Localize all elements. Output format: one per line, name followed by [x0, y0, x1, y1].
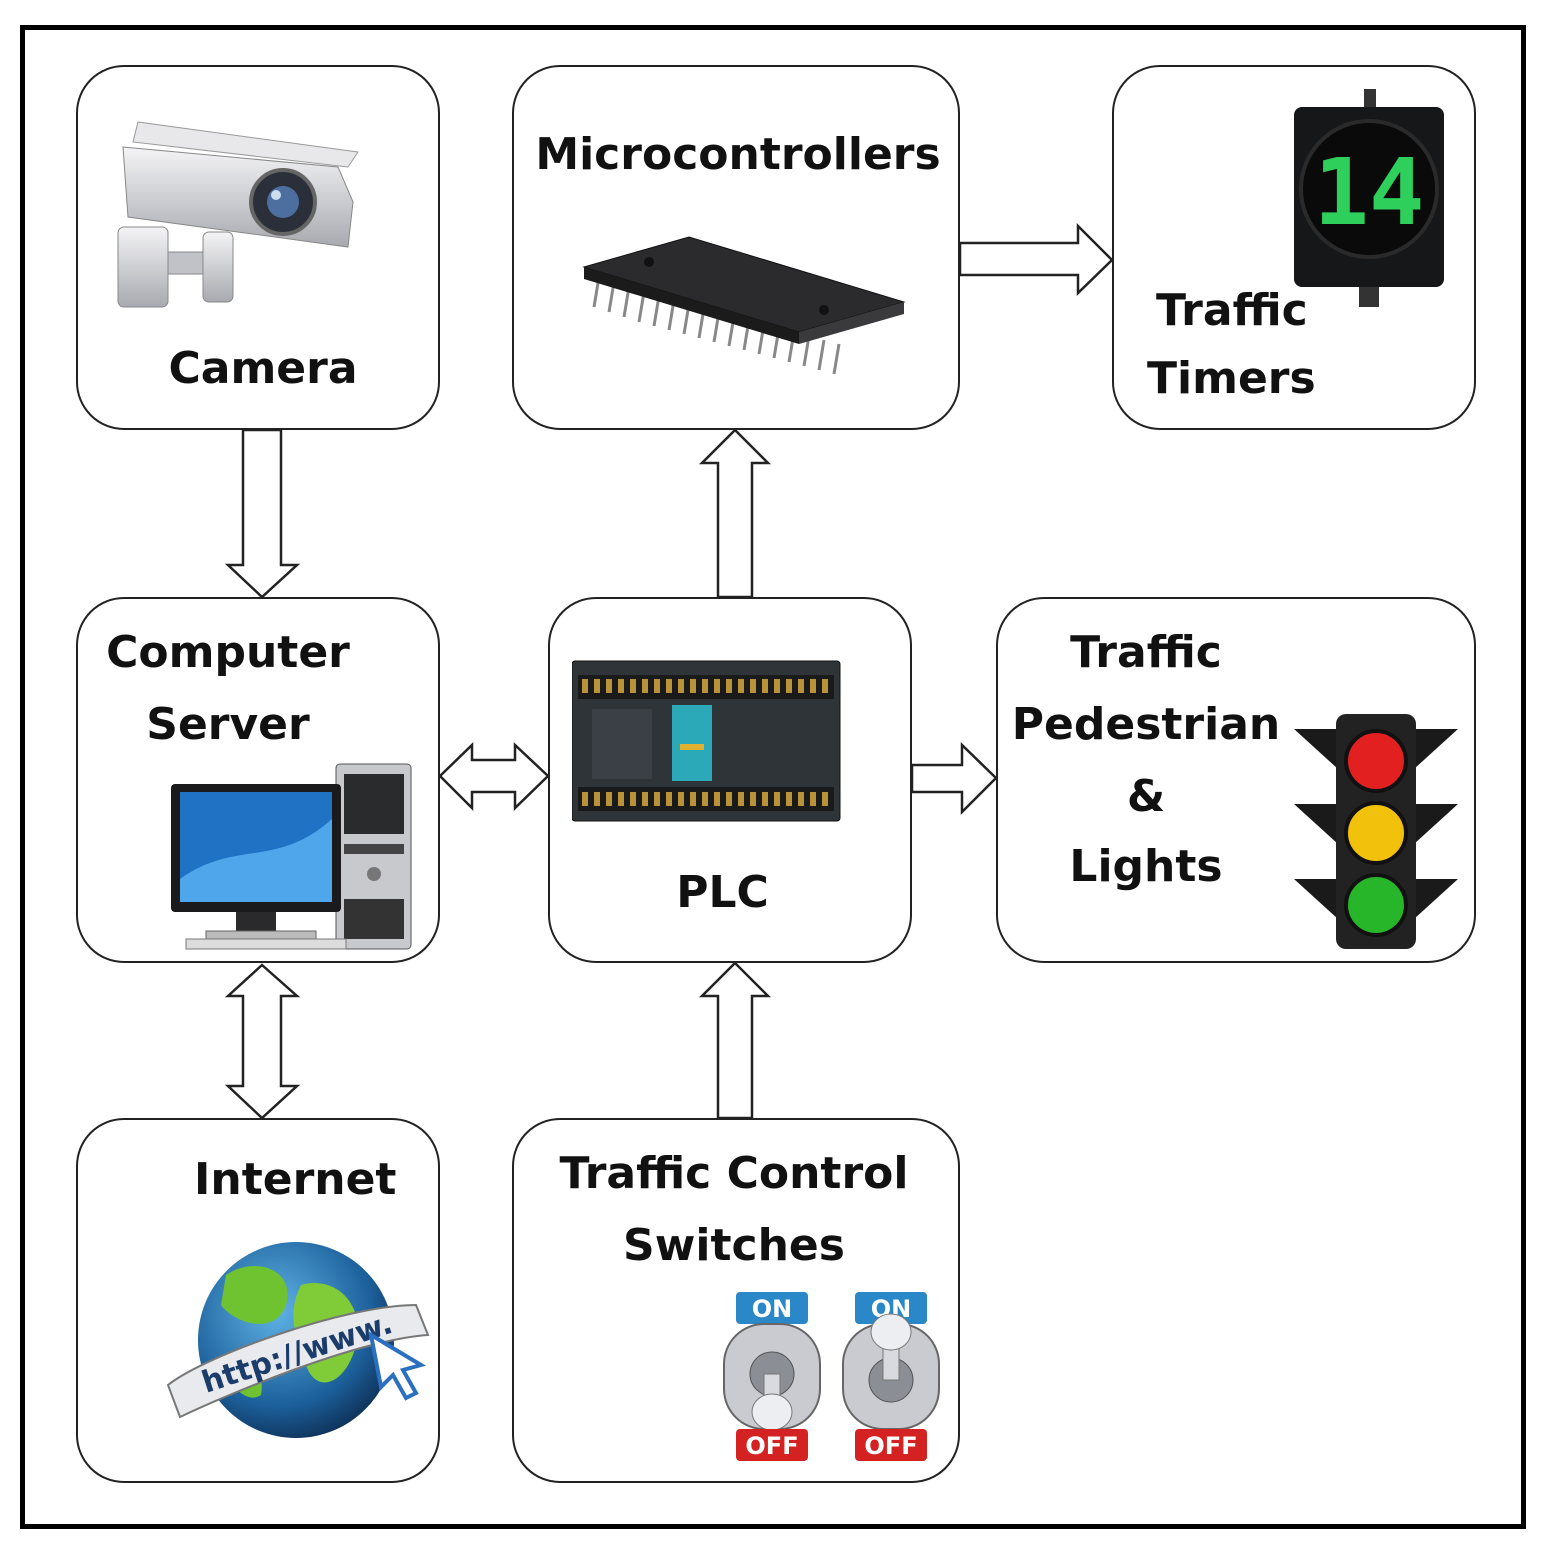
node-plc: PLC: [548, 597, 912, 963]
node-internet: Internet http://www.: [76, 1118, 440, 1483]
switches-label-line1: Traffic Control: [559, 1148, 909, 1199]
timers-label-line2: Timers: [1147, 353, 1316, 404]
plc-device-icon: [572, 660, 841, 822]
switches-label-line2: Switches: [623, 1220, 845, 1271]
lights-label-line2: Pedestrian: [1011, 699, 1281, 750]
node-traffic-timers: 14 Traffic Timers: [1112, 65, 1476, 430]
microcontrollers-label: Microcontrollers: [535, 129, 941, 180]
server-label-line1: Computer: [106, 627, 350, 678]
arrow-switches-to-plc: [698, 961, 772, 1120]
countdown-timer-icon: 14: [1294, 89, 1444, 307]
arrow-plc-to-micro: [698, 428, 772, 599]
arrow-micro-to-timers: [958, 222, 1114, 296]
security-camera-icon: [117, 121, 359, 308]
arrow-server-plc: [438, 742, 550, 812]
arrow-camera-to-server: [224, 428, 301, 599]
camera-label: Camera: [168, 343, 358, 394]
server-label-line2: Server: [146, 699, 310, 750]
lights-label-line1: Traffic: [1070, 627, 1222, 678]
timers-label-line1: Traffic: [1156, 285, 1308, 336]
node-microcontrollers: Microcontrollers: [512, 65, 960, 430]
switch1-off-text: OFF: [745, 1432, 798, 1460]
globe-icon: http://www.: [166, 1242, 430, 1438]
internet-label: Internet: [194, 1154, 397, 1205]
traffic-light-icon: [1294, 714, 1458, 949]
toggle-switch-on-icon: ON OFF: [842, 1292, 940, 1461]
node-camera: Camera: [76, 65, 440, 430]
node-computer-server: Computer Server: [76, 597, 440, 963]
plc-label: PLC: [676, 867, 769, 918]
lights-label-line3: &: [1126, 771, 1166, 822]
node-traffic-lights: Traffic Pedestrian & Lights: [996, 597, 1476, 963]
switch1-on-text: ON: [752, 1295, 793, 1323]
node-traffic-switches: Traffic Control Switches ON OFF ON OFF: [512, 1118, 960, 1483]
switch2-off-text: OFF: [864, 1432, 917, 1460]
toggle-switch-off-icon: ON OFF: [723, 1292, 821, 1461]
arrow-server-internet: [224, 963, 301, 1120]
microchip-icon: [582, 236, 906, 375]
lights-label-line4: Lights: [1069, 841, 1223, 892]
desktop-computer-icon: [171, 763, 412, 950]
timer-display: 14: [1314, 139, 1425, 246]
arrow-plc-to-lights: [910, 742, 998, 816]
